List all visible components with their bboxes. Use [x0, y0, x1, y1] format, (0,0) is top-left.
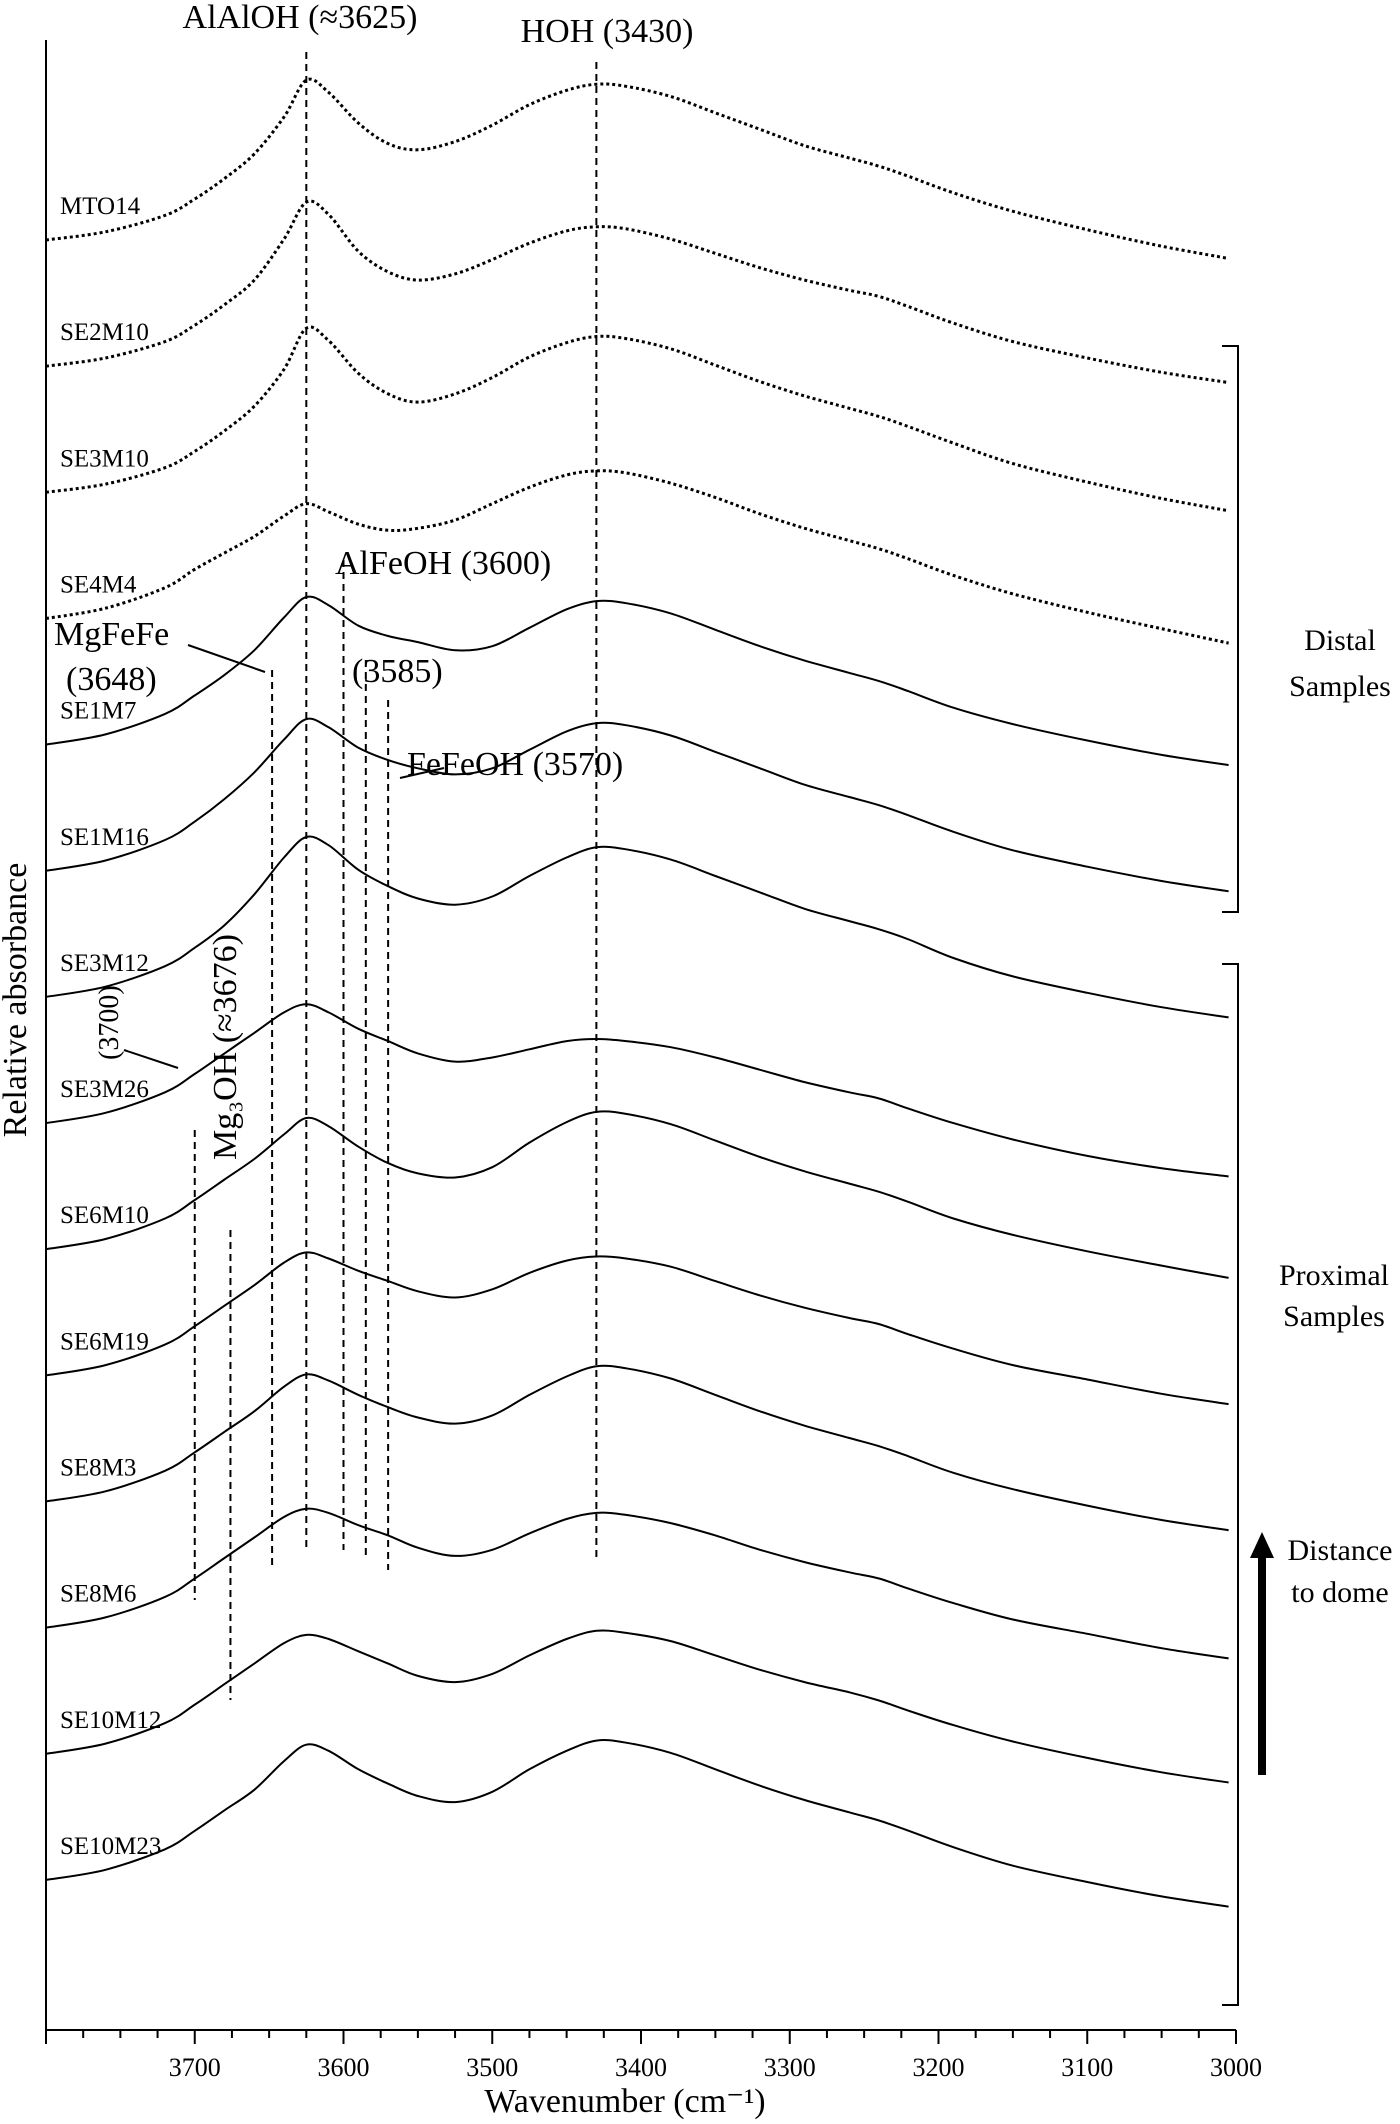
distance-arrow-head — [1250, 1532, 1274, 1558]
x-tick-label: 3400 — [615, 2053, 667, 2082]
trace-se8m6 — [45, 1507, 1229, 1660]
trace-se1m7 — [45, 595, 1229, 767]
bracket-proximal-path — [1222, 963, 1239, 2006]
group-label-proximal-1: Proximal — [1279, 1259, 1389, 1292]
bracket-proximal — [1222, 963, 1239, 2006]
leader-fefeoh — [399, 767, 445, 779]
x-tick-label: 3700 — [169, 2053, 221, 2082]
series-label-se8m3: SE8M3 — [60, 1455, 136, 1482]
annotations: AlAlOH (≈3625) HOH (3430) AlFeOH (3600) (35… — [54, 0, 1393, 2006]
label-hoh: HOH (3430) — [521, 13, 694, 50]
x-tick-label: 3600 — [318, 2053, 370, 2082]
label-alfeoh: AlFeOH (3600) — [335, 545, 551, 582]
label-mgfefe-1: MgFeFe — [54, 616, 169, 653]
spectra-traces: MTO14SE2M10SE3M10SE4M4SE1M7SE1M16SE3M12S… — [45, 77, 1229, 1908]
x-tick-label: 3300 — [764, 2053, 816, 2082]
y-axis-label: Relative absorbance — [0, 863, 34, 1138]
axes: 3700 3600 3500 3400 3300 3200 3100 3000 — [45, 40, 1262, 2082]
label-mg3oh: Mg₃OH (≈3676) — [207, 934, 244, 1160]
series-label-se8m6: SE8M6 — [60, 1581, 136, 1608]
series-label-se2m10: SE2M10 — [60, 319, 149, 346]
x-tick-label: 3100 — [1061, 2053, 1113, 2082]
leader-mgfefe — [187, 644, 266, 673]
trace-se3m10 — [45, 325, 1229, 513]
series-label-se1m7: SE1M7 — [60, 698, 136, 725]
group-label-distal-2: Samples — [1289, 670, 1391, 703]
x-tick-label: 3200 — [913, 2053, 965, 2082]
reference-lines — [193, 52, 598, 1700]
trace-mto14 — [45, 77, 1229, 260]
trace-se4m4 — [45, 469, 1229, 645]
trace-se2m10 — [45, 199, 1229, 385]
bracket-distal-path — [1222, 345, 1239, 913]
x-tick-label: 3500 — [466, 2053, 518, 2082]
trace-se6m10 — [45, 1110, 1229, 1279]
leader-3700 — [123, 1049, 179, 1069]
group-label-distal-1: Distal — [1304, 624, 1376, 657]
trace-se6m19 — [45, 1251, 1229, 1406]
series-label-se10m23: SE10M23 — [60, 1833, 161, 1860]
x-tick-label: 3000 — [1210, 2053, 1262, 2082]
series-label-se6m19: SE6M19 — [60, 1328, 149, 1355]
series-label-se10m12: SE10M12 — [60, 1707, 161, 1734]
series-label-se3m10: SE3M10 — [60, 445, 149, 472]
group-label-proximal-2: Samples — [1283, 1300, 1385, 1333]
x-axis-label: Wavenumber (cm⁻¹) — [484, 2083, 765, 2120]
series-label-se3m26: SE3M26 — [60, 1076, 149, 1103]
trace-se3m26 — [45, 1003, 1229, 1178]
arrow-label-2: to dome — [1291, 1576, 1389, 1609]
label-3700: (3700) — [94, 985, 125, 1060]
bracket-distal — [1222, 345, 1239, 913]
arrow-label-1: Distance — [1288, 1534, 1393, 1567]
trace-se1m16 — [45, 717, 1229, 893]
series-label-se4m4: SE4M4 — [60, 571, 137, 598]
trace-se10m12 — [45, 1629, 1229, 1784]
trace-se8m3 — [45, 1364, 1229, 1532]
series-label-mto14: MTO14 — [60, 193, 141, 220]
label-fefeoh: FeFeOH (3570) — [407, 746, 623, 783]
trace-se3m12 — [45, 835, 1229, 1019]
series-label-se3m12: SE3M12 — [60, 950, 149, 977]
label-mgfefe-2: (3648) — [66, 661, 157, 698]
label-alaloh: AlAlOH (≈3625) — [183, 0, 418, 36]
label-3585: (3585) — [352, 653, 443, 690]
series-label-se1m16: SE1M16 — [60, 824, 149, 851]
trace-se10m23 — [45, 1739, 1229, 1908]
series-label-se6m10: SE6M10 — [60, 1202, 149, 1229]
